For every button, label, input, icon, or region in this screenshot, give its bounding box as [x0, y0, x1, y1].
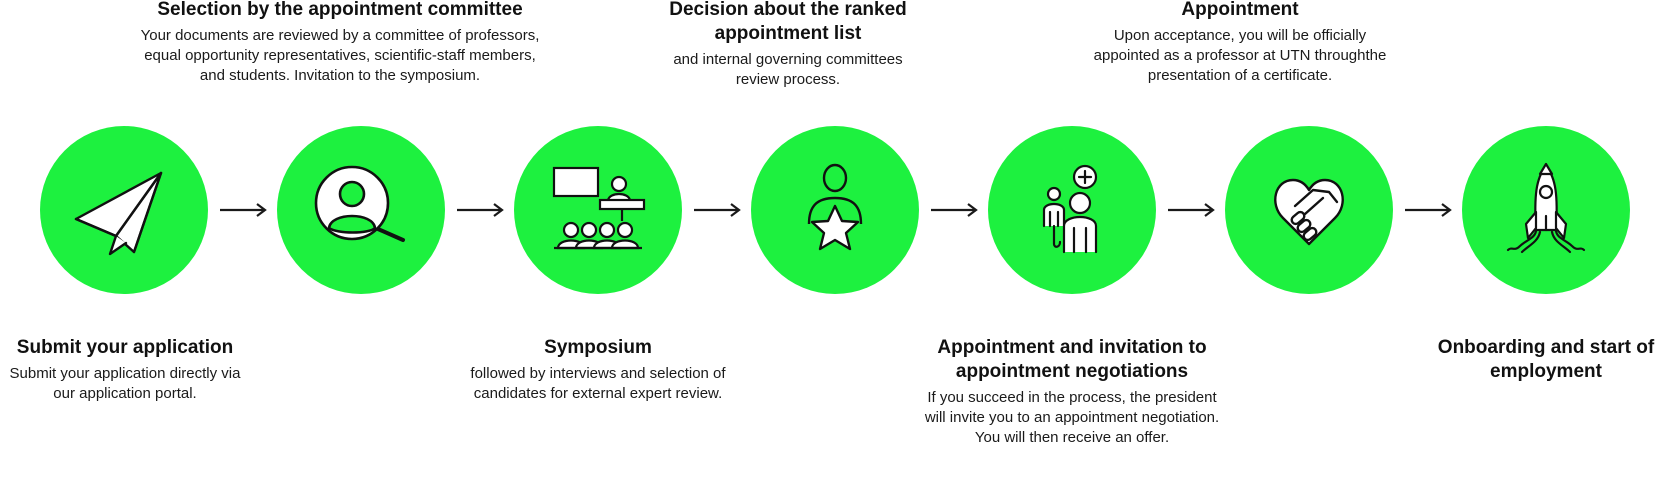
arrow-4 — [929, 200, 979, 220]
step-2-circle — [277, 126, 445, 294]
arrow-6 — [1403, 200, 1453, 220]
heart-handshake-icon — [1274, 178, 1344, 246]
step-description: and internal governing committees review… — [673, 51, 903, 88]
step-7-text: Onboarding and start of employment — [1436, 336, 1656, 384]
step-description: followed by interviews and selection of … — [470, 365, 726, 402]
step-6-circle — [1225, 126, 1393, 294]
step-7-circle — [1462, 126, 1630, 294]
presentation-audience-icon — [552, 166, 646, 250]
step-6-text: Appointment Upon acceptance, you will be… — [1090, 0, 1390, 86]
step-1-circle — [40, 126, 208, 294]
step-5-circle — [988, 126, 1156, 294]
step-description: If you succeed in the process, the presi… — [924, 389, 1220, 446]
step-2-text: Selection by the appointment committee Y… — [135, 0, 545, 86]
magnifier-person-icon — [314, 165, 405, 242]
step-description: Submit your application directly via our… — [9, 365, 241, 402]
arrow-5 — [1166, 200, 1216, 220]
step-title: Submit your application — [16, 337, 234, 358]
step-3-circle — [514, 126, 682, 294]
person-star-icon — [807, 163, 863, 251]
step-title: Appointment and invitation to appointmen… — [937, 337, 1207, 382]
rocket-icon — [1506, 162, 1586, 254]
step-4-text: Decision about the ranked appointment li… — [648, 0, 928, 90]
step-title: Symposium — [544, 337, 652, 358]
step-title: Selection by the appointment committee — [157, 0, 523, 20]
step-title: Appointment — [1181, 0, 1299, 20]
step-1-text: Submit your application Submit your appl… — [0, 336, 250, 404]
step-title: Onboarding and start of employment — [1437, 337, 1655, 382]
step-4-circle — [751, 126, 919, 294]
arrow-1 — [218, 200, 268, 220]
paper-plane-icon — [74, 171, 163, 256]
step-title: Decision about the ranked appointment li… — [669, 0, 907, 44]
negotiation-people-icon — [1042, 164, 1098, 254]
arrow-3 — [692, 200, 742, 220]
step-description: Upon acceptance, you will be officially … — [1093, 27, 1387, 84]
step-3-text: Symposium followed by interviews and sel… — [448, 336, 748, 404]
step-description: Your documents are reviewed by a committ… — [140, 27, 540, 84]
step-5-text: Appointment and invitation to appointmen… — [912, 336, 1232, 448]
arrow-2 — [455, 200, 505, 220]
